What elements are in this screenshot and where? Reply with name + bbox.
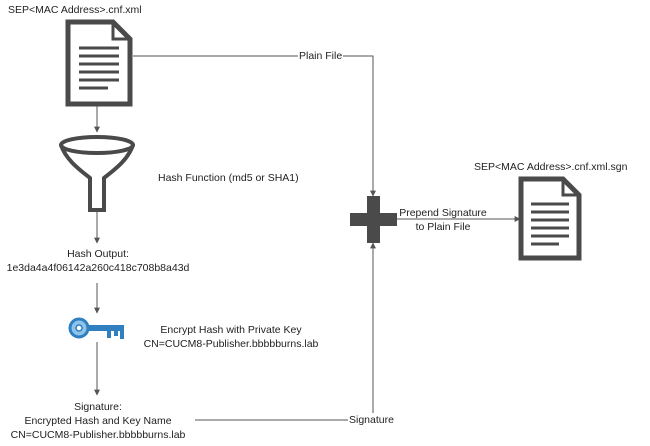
plain-file-path	[133, 55, 376, 197]
signature-description: Encrypted Hash and Key Name	[24, 415, 172, 427]
output-document-icon	[518, 176, 582, 261]
hash-output-value: 1e3da4a4f06142a260c418c708b8a43d	[6, 262, 190, 274]
source-file-name: SEP<MAC Address>.cnf.xml	[8, 4, 142, 16]
funnel-icon	[59, 135, 135, 212]
encrypt-label-line2: CN=CUCM8-Publisher.bbbbburns.lab	[143, 338, 319, 350]
signature-key-name: CN=CUCM8-Publisher.bbbbburns.lab	[10, 429, 186, 441]
prepend-label-line1: Prepend Signature	[399, 207, 487, 219]
prepend-label: Prepend Signature to Plain File	[393, 206, 493, 234]
signature-block: Signature: Encrypted Hash and Key Name C…	[0, 400, 196, 442]
prepend-label-line2: to Plain File	[415, 221, 471, 233]
hash-function-label: Hash Function (md5 or SHA1)	[158, 172, 299, 184]
signature-title: Signature:	[74, 401, 122, 413]
connectors	[94, 55, 521, 421]
source-document-icon	[65, 19, 133, 107]
encrypt-label-line1: Encrypt Hash with Private Key	[160, 324, 302, 336]
plain-file-edge-label: Plain File	[298, 49, 344, 63]
signature-edge-label: Signature	[348, 413, 395, 427]
encrypt-label: Encrypt Hash with Private Key CN=CUCM8-P…	[128, 323, 334, 351]
plus-icon	[350, 196, 397, 243]
hash-output-title: Hash Output:	[67, 248, 129, 260]
output-file-name: SEP<MAC Address>.cnf.xml.sgn	[474, 161, 628, 173]
key-icon	[68, 317, 124, 339]
hash-output-block: Hash Output: 1e3da4a4f06142a260c418c708b…	[0, 247, 196, 275]
